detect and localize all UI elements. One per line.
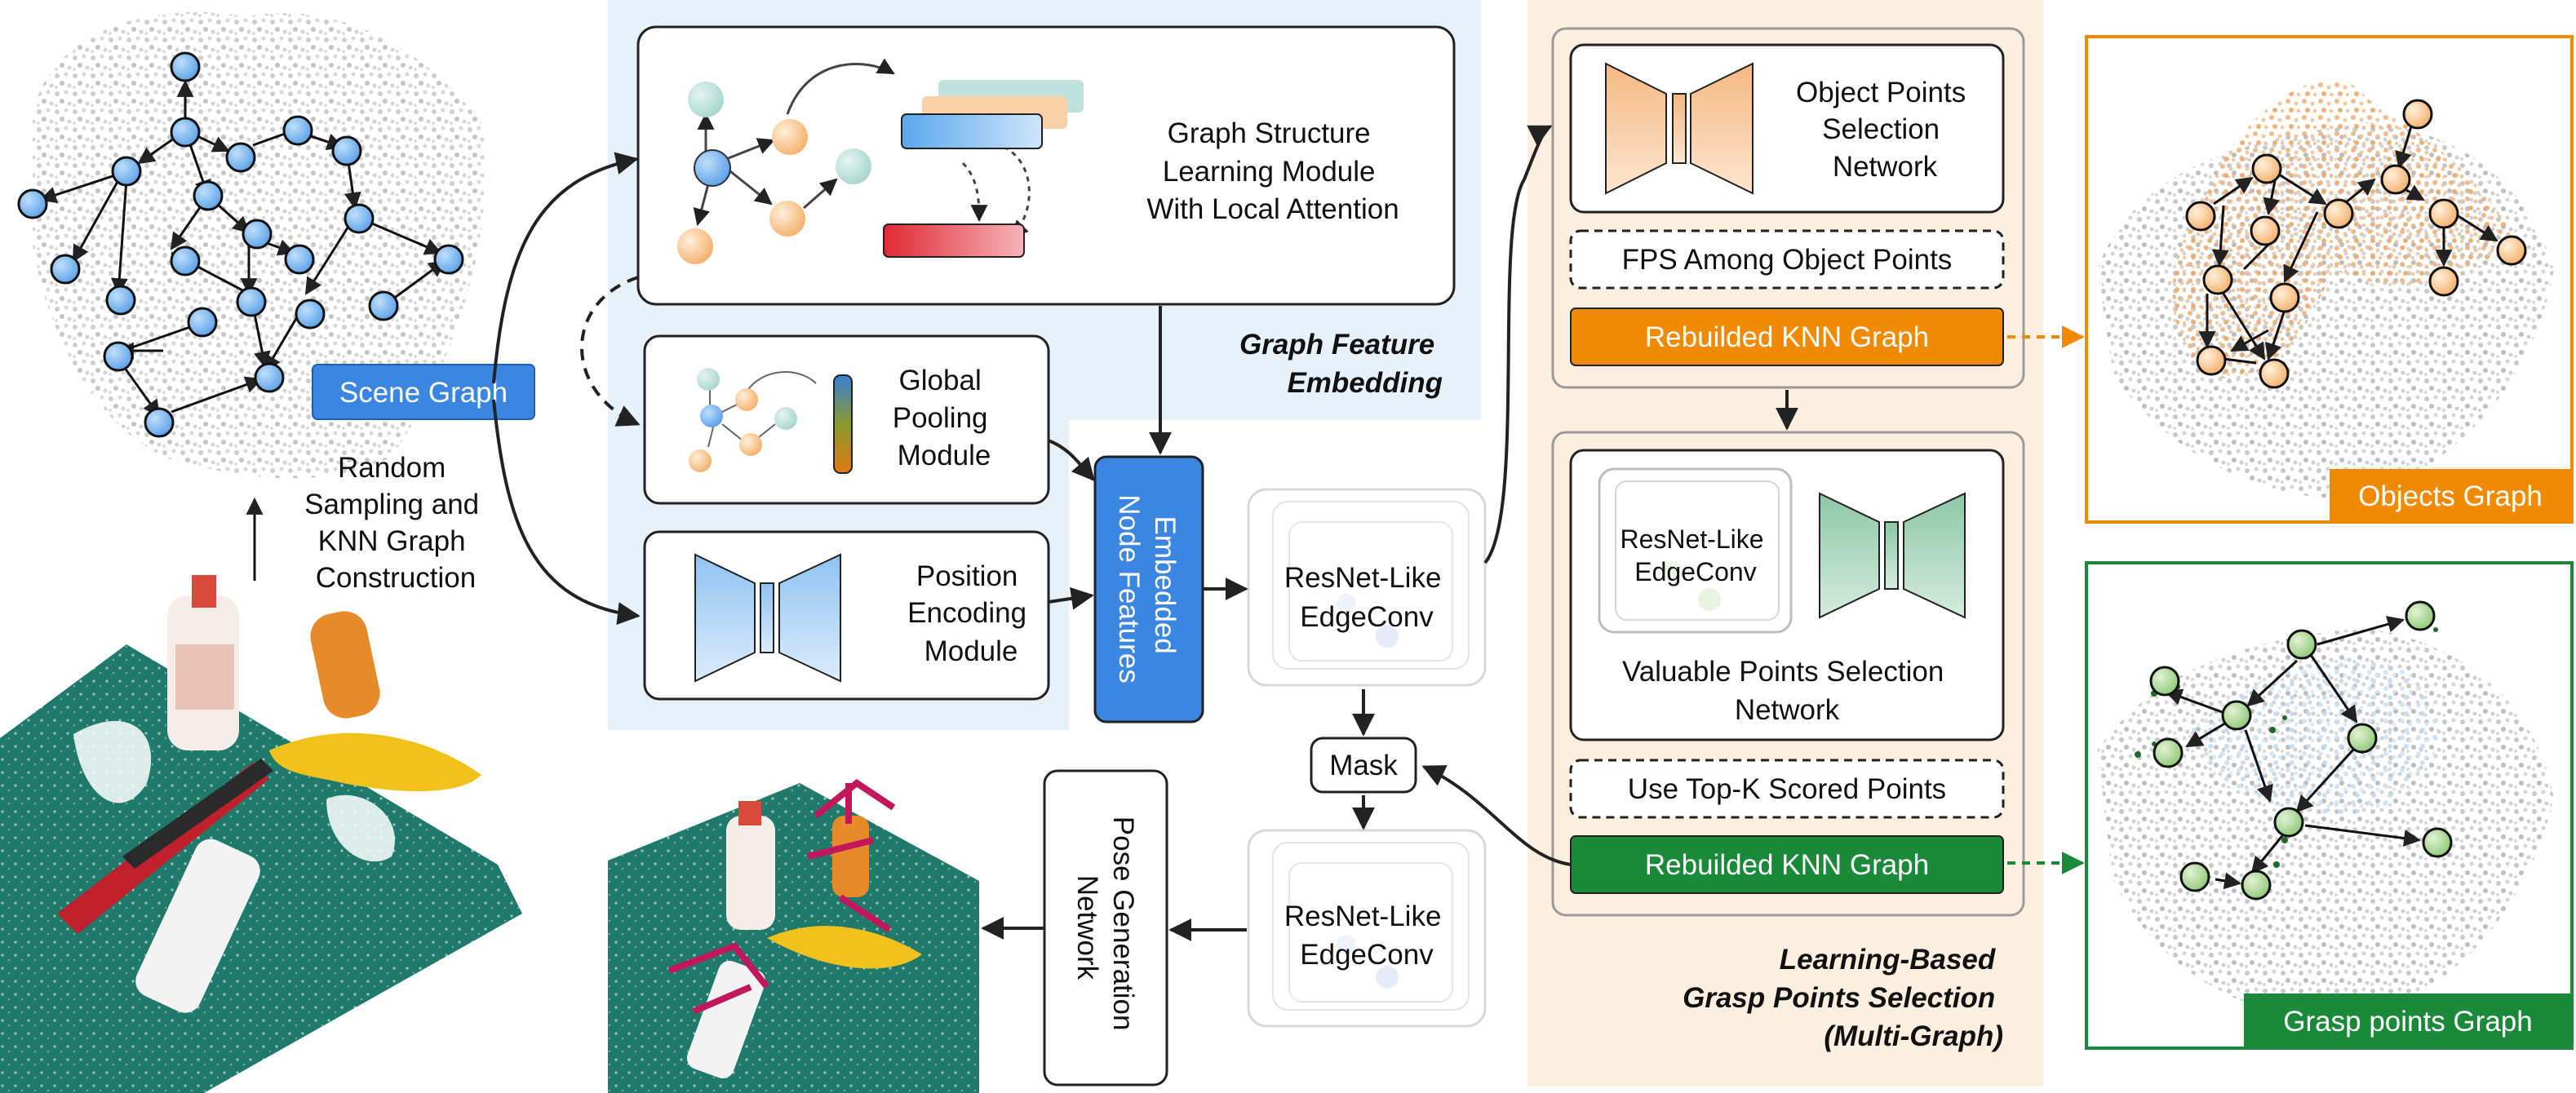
random-sampling-label: Random Sampling and KNN Graph Constructi… [304,452,487,594]
top-k-label: Use Top-K Scored Points [1628,773,1946,805]
fps-label: FPS Among Object Points [1622,244,1953,276]
scene-graph-box [312,364,535,420]
graph-structure-icon [677,58,1084,264]
pose-generation-box [1043,769,1168,1086]
fps-box [1569,229,2005,290]
mask-label: Mask [1329,750,1398,781]
embedded-node-features-label: Embedded Node Features [1113,494,1181,684]
grasp-points-edges [2165,616,2422,890]
valuable-points-icon [1819,492,1966,619]
object-points-icon [1605,62,1754,195]
valuable-selection-group [1551,431,2025,917]
grasp-points-graph-tag [2244,993,2572,1048]
grasp-points-graph-label: Grasp points Graph [2283,1006,2532,1038]
grasp-result-image [608,779,979,1093]
resnet-edgeconv-bottom-label: ResNet-Like EdgeConv [1284,901,1449,971]
valuable-points-label: Valuable Points Selection Network [1622,656,1952,726]
objects-graph-nodes [2185,99,2527,389]
global-pooling-label: Global Pooling Module [893,365,996,471]
scene-graph-node-circles [17,51,464,438]
rebuilded-knn-orange-box [1570,308,2004,366]
mask-box [1310,737,1417,794]
embedded-node-features-box [1093,455,1204,724]
graph-structure-label: Graph Structure Learning Module With Loc… [1146,117,1399,225]
graph-feature-embedding-title: Graph Feature Embedding [1239,329,1443,399]
scene-graph-label: Scene Graph [339,377,508,409]
rebuilded-knn-orange-label: Rebuilded KNN Graph [1645,321,1929,353]
rgbd-scene-image [0,575,522,1093]
grasp-points-nodes [2149,600,2453,901]
learning-based-title: Learning-Based Grasp Points Selection (M… [1683,944,2003,1052]
rebuilded-knn-green-label: Rebuilded KNN Graph [1645,849,1929,881]
resnet-edgeconv-inner-label: ResNet-Like EdgeConv [1621,524,1771,586]
resnet-edgeconv-top-label: ResNet-Like EdgeConv [1284,562,1449,633]
object-selection-group [1551,27,2025,389]
object-points-box [1569,43,2005,214]
resnet-edgeconv-top [1247,488,1487,687]
pose-generation-label: Pose Generation Network [1071,816,1139,1038]
top-k-box [1569,759,2005,819]
global-pooling-icon [689,368,853,474]
objects-graph-tag [2330,469,2572,522]
position-encoding-label: Position Encoding Module [907,560,1035,667]
resnet-edgeconv-inner [1598,467,1793,634]
flow-arrows [492,125,1572,941]
object-points-label: Object Points Selection Network [1796,77,1974,183]
position-encoding-icon [694,553,841,683]
objects-graph-label: Objects Graph [2358,480,2543,512]
resnet-edgeconv-bottom [1247,829,1487,1028]
